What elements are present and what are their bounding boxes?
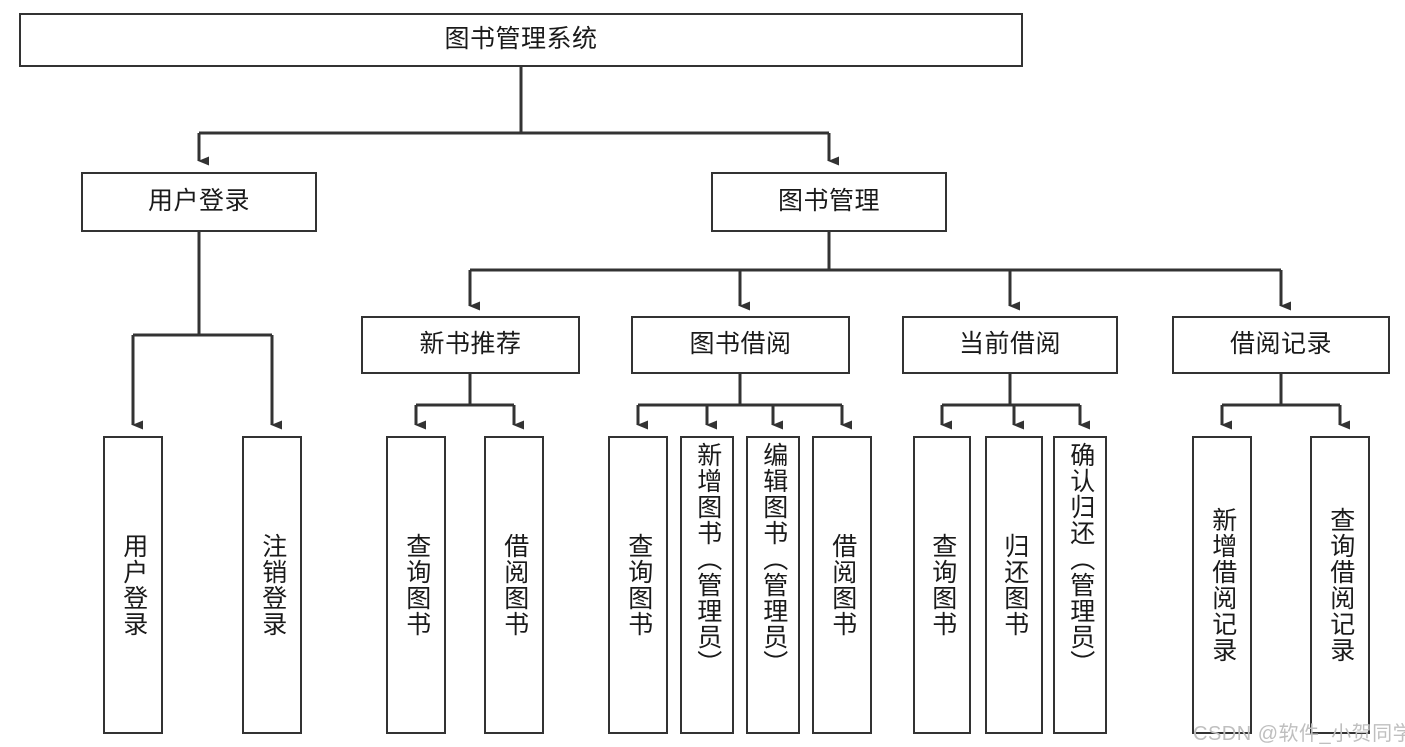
node-label: 编辑图书（管理员） (759, 442, 788, 676)
node-label: 查询借阅记录 (1326, 507, 1355, 663)
node-label: 借阅记录 (1229, 330, 1332, 359)
node-label: 新书推荐 (419, 330, 522, 359)
node-label: 用户登录 (147, 187, 250, 216)
node-label: 借阅图书 (500, 533, 529, 637)
node-label: 查询图书 (402, 533, 431, 637)
node-user-login[interactable]: 用户登录 (81, 172, 317, 232)
node-user-login-action[interactable]: 用户登录 (103, 436, 163, 734)
node-book-borrow[interactable]: 图书借阅 (631, 316, 850, 374)
node-book-management[interactable]: 图书管理 (711, 172, 947, 232)
node-label: 查询图书 (624, 533, 653, 637)
node-label: 用户登录 (119, 533, 148, 637)
node-edit-book-admin[interactable]: 编辑图书（管理员） (746, 436, 800, 734)
node-return-book[interactable]: 归还图书 (985, 436, 1043, 734)
node-label: 借阅图书 (828, 533, 857, 637)
node-query-book-current[interactable]: 查询图书 (913, 436, 971, 734)
node-new-book-recommend[interactable]: 新书推荐 (361, 316, 580, 374)
node-current-borrow[interactable]: 当前借阅 (902, 316, 1118, 374)
node-label: 图书管理 (777, 187, 880, 216)
node-confirm-return-admin[interactable]: 确认归还（管理员） (1053, 436, 1107, 734)
node-borrow-book-action[interactable]: 借阅图书 (812, 436, 872, 734)
watermark-text: CSDN @软件_小贺同学 (1193, 723, 1405, 745)
node-label: 注销登录 (258, 533, 287, 637)
node-label: 图书管理系统 (444, 25, 598, 54)
node-query-book-recommend[interactable]: 查询图书 (386, 436, 446, 734)
node-label: 新增借阅记录 (1208, 507, 1237, 663)
node-query-borrow-record[interactable]: 查询借阅记录 (1310, 436, 1370, 734)
node-label: 确认归还（管理员） (1066, 442, 1095, 676)
node-label: 归还图书 (1000, 533, 1029, 637)
node-add-book-admin[interactable]: 新增图书（管理员） (680, 436, 734, 734)
node-query-book-borrow[interactable]: 查询图书 (608, 436, 668, 734)
node-label: 查询图书 (928, 533, 957, 637)
node-borrow-book-recommend[interactable]: 借阅图书 (484, 436, 544, 734)
node-borrow-record[interactable]: 借阅记录 (1172, 316, 1390, 374)
node-label: 当前借阅 (958, 330, 1061, 359)
node-label: 图书借阅 (689, 330, 792, 359)
node-user-logout-action[interactable]: 注销登录 (242, 436, 302, 734)
node-root-system[interactable]: 图书管理系统 (19, 13, 1023, 67)
node-add-borrow-record[interactable]: 新增借阅记录 (1192, 436, 1252, 734)
node-label: 新增图书（管理员） (693, 442, 722, 676)
